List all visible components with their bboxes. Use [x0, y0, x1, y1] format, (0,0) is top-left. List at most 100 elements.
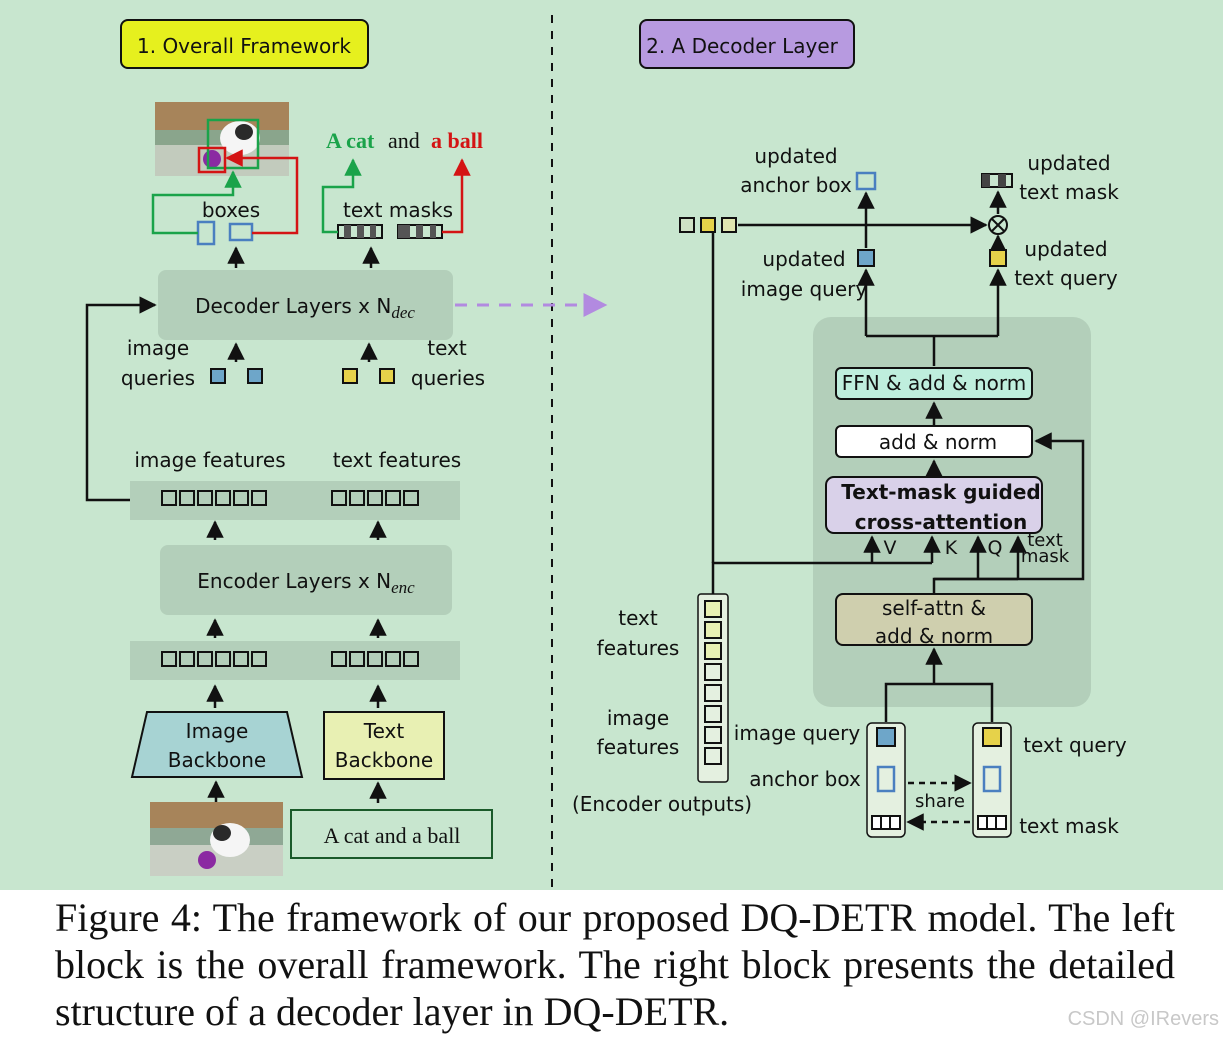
ball-bounding-box: [197, 146, 227, 174]
decoder-layers-label: Decoder Layers x Ndec: [195, 294, 415, 322]
feature-token: [385, 490, 401, 506]
encoder-layers-block: [160, 545, 452, 615]
feature-token: [233, 490, 249, 506]
figure-caption: Figure 4: The framework of our proposed …: [55, 895, 1175, 1034]
feature-token: [367, 651, 383, 667]
updated-text-mask-label-2: text mask: [1019, 180, 1119, 204]
feature-token: [385, 651, 401, 667]
right-title: 2. A Decoder Layer: [646, 34, 839, 58]
cat-mask-arrow: [321, 158, 362, 234]
self-attn-label-2: add & norm: [875, 624, 993, 648]
text-anchor-box-icon: [982, 765, 1002, 793]
feature-token: [179, 651, 195, 667]
feature-token: [331, 651, 347, 667]
input-text-box: [290, 809, 493, 859]
port-text-mask-1: text: [1027, 530, 1063, 551]
feature-token: [233, 651, 249, 667]
encoder-outputs-label: (Encoder outputs): [572, 792, 752, 816]
feature-token: [704, 726, 722, 744]
left-panel: 1. Overall Framework A cat and a ball bo…: [85, 19, 608, 876]
image-backbone-label-1: Image: [186, 719, 249, 743]
image-backbone-block: [130, 711, 304, 778]
add-norm-block: [835, 425, 1033, 458]
image-queries-label-2: queries: [121, 366, 195, 390]
image-queries-label-1: image: [127, 336, 189, 360]
text-backbone-label-1: Text: [363, 719, 405, 743]
cross-attention-label-2: cross-attention: [855, 510, 1027, 534]
image-backbone-label-2: Backbone: [168, 748, 266, 772]
feature-token: [179, 490, 195, 506]
feature-token: [349, 651, 365, 667]
feature-token: [704, 600, 722, 618]
feature-token: [367, 490, 383, 506]
feature-token: [251, 651, 267, 667]
updated-anchor-box-label-1: updated: [754, 144, 837, 168]
image-features-label: image features: [134, 448, 285, 472]
text-mask-label: text mask: [1019, 814, 1119, 838]
feature-token: [403, 490, 419, 506]
text-query-icon: [982, 727, 1002, 747]
text-query-label: text query: [1023, 733, 1127, 757]
feature-token: [704, 642, 722, 660]
share-label: share: [915, 791, 965, 812]
right-title-box: [639, 19, 855, 69]
updated-image-query-icon: [857, 249, 875, 267]
text-queries-label-1: text: [427, 336, 467, 360]
encoder-layers-label: Encoder Layers x Nenc: [197, 569, 415, 597]
left-title: 1. Overall Framework: [137, 34, 351, 58]
text-backbone-block: [323, 711, 445, 780]
cat-box-arrow: [151, 170, 242, 235]
image-query-label: image query: [734, 721, 861, 745]
caption-a-ball: a ball: [431, 128, 483, 153]
cross-attention-label-1: Text-mask guided: [841, 480, 1040, 504]
feature-token: [704, 684, 722, 702]
updated-anchor-box-icon: [855, 171, 877, 191]
box-icon-2: [228, 222, 254, 242]
updated-text-query-label-1: updated: [1024, 237, 1107, 261]
output-image: [155, 102, 289, 176]
port-text-mask-2: mask: [1021, 546, 1070, 567]
feature-token: [161, 490, 177, 506]
box-icon-1: [196, 220, 216, 246]
left-title-box: [120, 19, 369, 69]
feature-token: [215, 651, 231, 667]
watermark: CSDN @IRevers: [1067, 1008, 1219, 1030]
right-image-features-label-1: image: [607, 706, 669, 730]
right-image-features-label-2: features: [597, 735, 680, 759]
text-query-icon: [342, 368, 358, 384]
feature-token: [704, 705, 722, 723]
updated-image-query-label-1: updated: [762, 247, 845, 271]
updated-text-query-label-2: text query: [1014, 266, 1118, 290]
feature-token: [704, 621, 722, 639]
boxes-label: boxes: [202, 198, 260, 222]
feature-token: [349, 490, 365, 506]
feature-token: [403, 651, 419, 667]
right-panel: 2. A Decoder Layer updated anchor box up…: [572, 19, 1127, 838]
feature-token: [197, 651, 213, 667]
ffn-block: [835, 367, 1033, 400]
text-mask-2: [397, 224, 443, 239]
text-masks-label: text masks: [343, 198, 453, 222]
feature-token: [704, 663, 722, 681]
updated-text-mask-icon: [981, 173, 1013, 188]
text-features-label: text features: [333, 448, 461, 472]
updated-anchor-box-label-2: anchor box: [740, 173, 852, 197]
feature-token: [251, 490, 267, 506]
updated-text-mask-label-1: updated: [1027, 151, 1110, 175]
encoder-output-tokens: [161, 490, 419, 506]
decoder-layers-block: [158, 270, 453, 340]
image-query-icon: [247, 368, 263, 384]
image-query-group: [866, 722, 906, 838]
input-image: [150, 802, 283, 876]
feature-tokens: [679, 217, 737, 233]
feature-token: [161, 651, 177, 667]
self-attn-block: [835, 593, 1033, 646]
feature-token: [704, 747, 722, 765]
text-mask-icon: [977, 815, 1007, 830]
image-query-icon: [876, 727, 896, 747]
feature-token: [331, 490, 347, 506]
self-attn-label-1: self-attn &: [882, 596, 986, 620]
image-query-icon: [210, 368, 226, 384]
input-text: A cat and a ball: [324, 823, 461, 848]
feature-loop-arrow: [85, 296, 157, 502]
